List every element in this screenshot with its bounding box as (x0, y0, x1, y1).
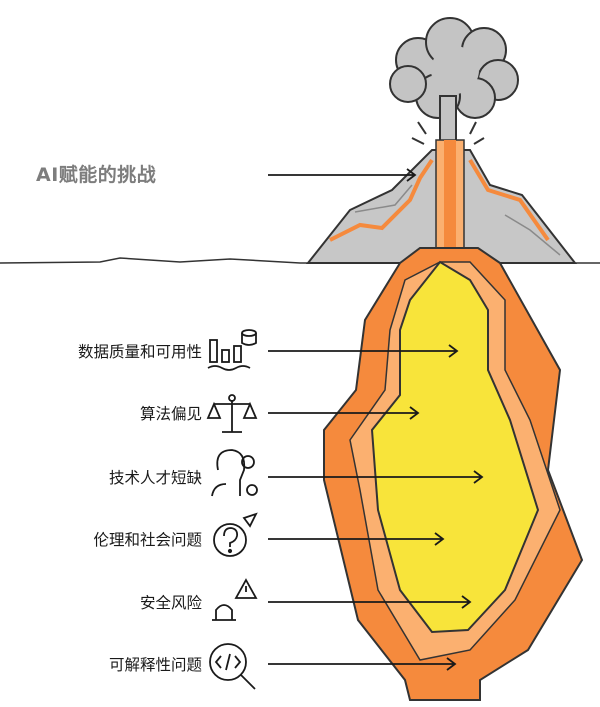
challenge-label-explainability: 可解释性问题 (108, 656, 202, 674)
talent-head-gear-icon (211, 449, 258, 497)
arrows (268, 168, 484, 671)
code-magnifier-icon (209, 643, 256, 690)
smoke-cloud (389, 17, 519, 147)
arrow-6 (268, 657, 457, 671)
question-bubble-icon (213, 512, 258, 557)
ground-line (0, 257, 600, 264)
data-quality-icon (207, 329, 257, 371)
volcano-cone (305, 121, 578, 266)
challenge-label-talent-shortage: 技术人才短缺 (108, 469, 202, 487)
magma-chamber (323, 247, 584, 701)
arrow-title (268, 168, 417, 182)
challenge-label-algorithm-bias: 算法偏见 (139, 405, 202, 423)
challenge-label-data-quality: 数据质量和可用性 (77, 343, 202, 361)
warning-hazard-icon (212, 578, 258, 621)
arrow-1 (268, 344, 459, 358)
arrow-2 (268, 406, 420, 420)
challenge-label-security-risk: 安全风险 (139, 594, 202, 612)
arrow-3 (268, 470, 484, 484)
arrow-4 (268, 532, 445, 546)
diagram-title: AI赋能的挑战 (36, 164, 157, 186)
arrow-5 (268, 595, 472, 609)
challenge-label-ethics-social: 伦理和社会问题 (93, 531, 202, 549)
scale-balance-icon (206, 394, 258, 433)
